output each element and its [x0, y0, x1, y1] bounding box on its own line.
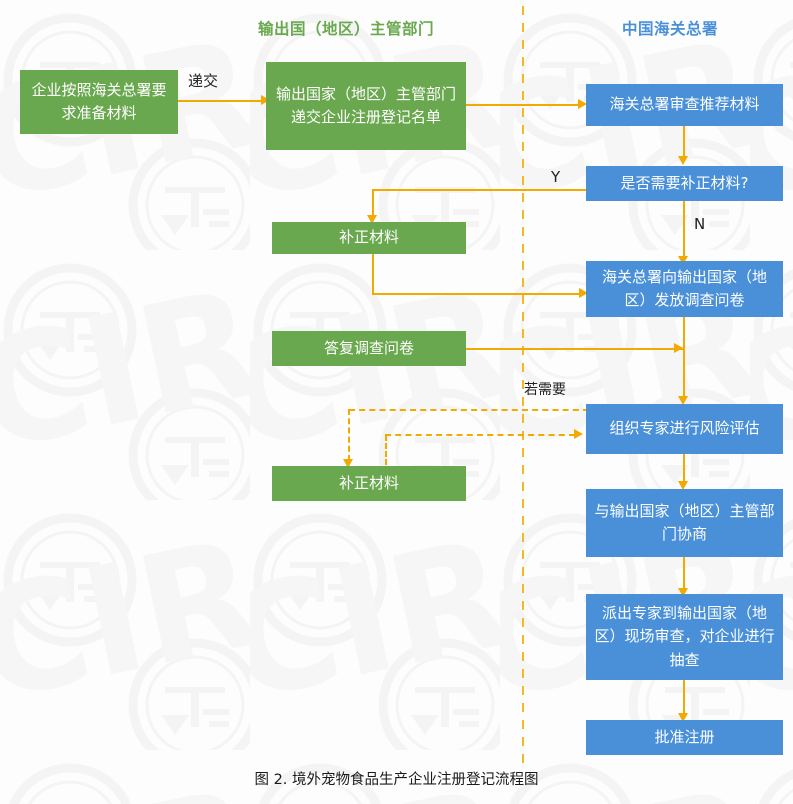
connector-correct1-to-questionnaire — [372, 293, 584, 295]
lane-header-export-authority: 输出国（地区）主管部门 — [258, 20, 435, 38]
figure-caption: 图 2. 境外宠物食品生产企业注册登记流程图 — [254, 772, 539, 788]
connector-submit-to-customs-review — [466, 104, 583, 106]
node-issue-questionnaire[interactable]: 海关总署向输出国家（地区）发放调查问卷 — [586, 261, 783, 317]
connector-decision-yes-horizontal — [373, 189, 587, 191]
node-customs-review[interactable]: 海关总署审查推荐材料 — [586, 84, 783, 126]
connector-correct2-return-dashed-h — [385, 434, 575, 436]
arrowhead-correct2-to-assessment — [574, 429, 583, 439]
connector-correct1-down — [372, 253, 374, 295]
edge-label-yes: Y — [551, 168, 561, 186]
connector-consult-to-onsite — [683, 556, 685, 592]
connector-onsite-to-approve — [683, 679, 685, 716]
connector-decision-no-vertical — [683, 200, 685, 260]
connector-answer-to-assessment — [466, 348, 684, 350]
node-prepare-materials[interactable]: 企业按照海关总署要求准备材料 — [20, 70, 178, 134]
node-correct-materials-second[interactable]: 补正材料 — [272, 466, 466, 501]
node-submit-registration-list[interactable]: 输出国家（地区）主管部门递交企业注册登记名单 — [266, 62, 466, 150]
node-onsite-inspection[interactable]: 派出专家到输出国家（地区）现场审查，对企业进行抽查 — [586, 594, 783, 680]
node-need-correction-decision[interactable]: 是否需要补正材料? — [586, 166, 783, 201]
connector-questionnaire-to-assessment — [683, 315, 685, 400]
edge-label-submit: 递交 — [188, 72, 219, 90]
node-approve-registration[interactable]: 批准注册 — [586, 720, 783, 755]
node-expert-risk-assessment[interactable]: 组织专家进行风险评估 — [586, 404, 783, 454]
connector-prepare-to-submit — [178, 100, 262, 102]
connector-assessment-to-correct2-dashed-h — [349, 409, 589, 411]
connector-correct2-return-dashed-v — [385, 435, 387, 465]
connector-decision-yes-vertical — [372, 189, 374, 218]
edge-label-no: N — [694, 215, 706, 233]
connector-assessment-to-correct2-dashed-v — [348, 409, 350, 461]
arrowhead-answer-to-assessment — [674, 343, 683, 353]
node-consult-authority[interactable]: 与输出国家（地区）主管部门协商 — [586, 489, 783, 557]
connector-review-to-decision — [683, 126, 685, 158]
lane-header-china-customs: 中国海关总署 — [622, 20, 719, 38]
node-answer-questionnaire[interactable]: 答复调查问卷 — [272, 331, 466, 366]
arrowhead-review-to-decision — [678, 156, 688, 165]
edge-label-if-needed: 若需要 — [524, 382, 566, 398]
node-correct-materials-first[interactable]: 补正材料 — [272, 222, 466, 254]
